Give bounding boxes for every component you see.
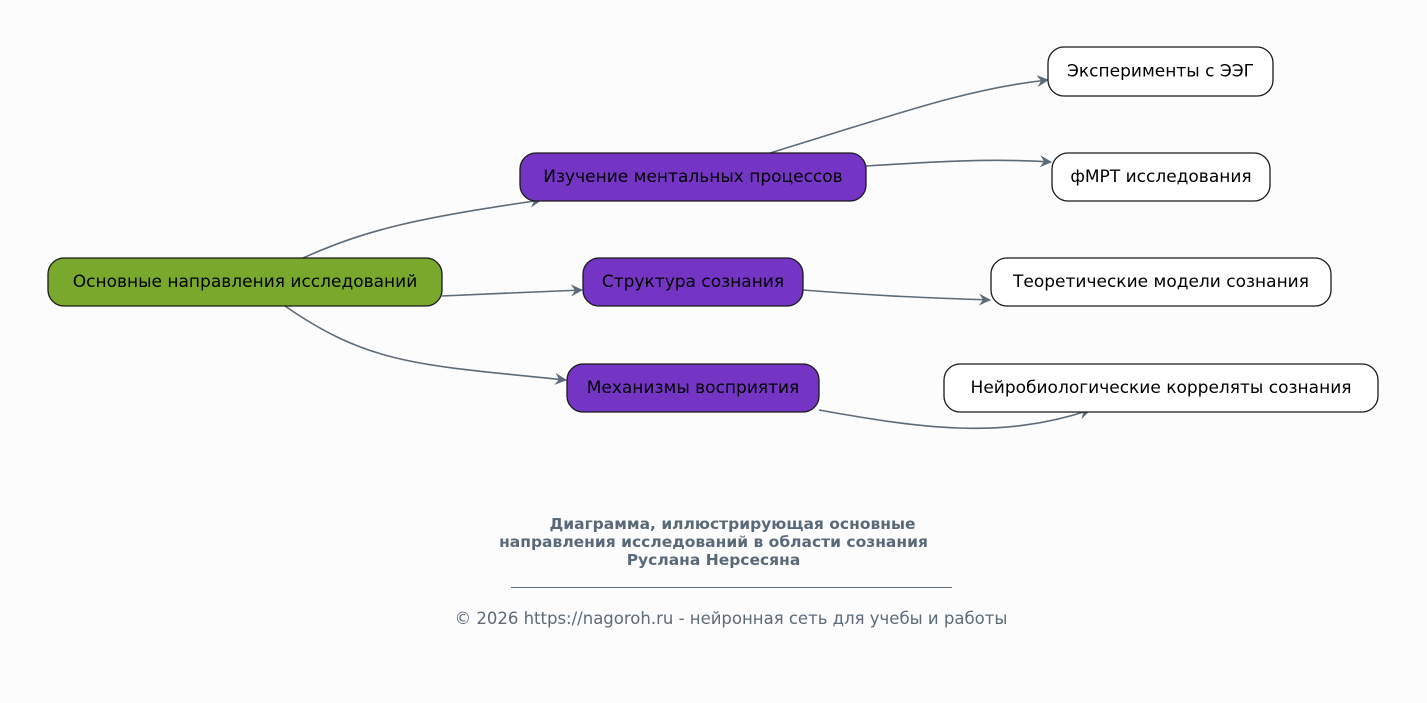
node-label-models: Теоретические модели сознания xyxy=(1012,272,1309,292)
node-perception: Механизмы восприятия xyxy=(566,363,820,413)
node-label-structure: Структура сознания xyxy=(602,272,784,292)
node-mental: Изучение ментальных процессов xyxy=(519,152,867,202)
node-box-structure xyxy=(582,257,804,307)
footer-copyright: © 2026 https://nagoroh.ru - нейронная се… xyxy=(454,609,1008,628)
node-box-root xyxy=(47,257,443,307)
node-label-root: Основные направления исследований xyxy=(73,272,418,292)
node-label-mental: Изучение ментальных процессов xyxy=(543,167,842,187)
edges-layer xyxy=(284,75,1091,430)
node-box-mental xyxy=(519,152,867,202)
edge-mental-to-fmri xyxy=(865,155,1052,168)
nodes-layer: Основные направления исследований Изучени… xyxy=(47,46,1379,413)
edge-perception-to-neuro xyxy=(818,407,1091,430)
mind-map-diagram: Основные направления исследований Изучени… xyxy=(47,46,1379,430)
node-eeg: Эксперименты с ЭЭГ xyxy=(1047,46,1274,97)
node-label-perception: Механизмы восприятия xyxy=(587,378,800,398)
edge-root-to-mental xyxy=(302,195,542,259)
node-label-neuro: Нейробиологические корреляты сознания xyxy=(971,378,1352,398)
node-root: Основные направления исследований xyxy=(47,257,443,307)
edge-mental-to-eeg xyxy=(769,75,1049,154)
diagram-caption: Диаграмма, иллюстрирующая основные напра… xyxy=(0,515,1427,569)
node-models: Теоретические модели сознания xyxy=(990,257,1332,307)
caption-line-2: направления исследований в области созна… xyxy=(499,533,928,551)
node-neuro: Нейробиологические корреляты сознания xyxy=(943,363,1379,413)
node-structure: Структура сознания xyxy=(582,257,804,307)
node-box-models xyxy=(990,257,1332,307)
caption-line-3: Руслана Нерсесяна xyxy=(626,551,801,569)
node-label-eeg: Эксперименты с ЭЭГ xyxy=(1067,62,1254,82)
edge-structure-to-models xyxy=(802,289,991,306)
node-box-fmri xyxy=(1051,152,1271,202)
node-box-neuro xyxy=(943,363,1379,413)
edge-root-to-structure xyxy=(441,284,583,297)
caption-divider xyxy=(511,587,952,588)
edge-root-to-perception xyxy=(284,305,567,385)
caption-line-1: Диаграмма, иллюстрирующая основные xyxy=(549,515,916,533)
node-fmri: фМРТ исследования xyxy=(1051,152,1271,202)
node-box-perception xyxy=(566,363,820,413)
node-box-eeg xyxy=(1047,46,1274,97)
node-label-fmri: фМРТ исследования xyxy=(1070,167,1251,187)
